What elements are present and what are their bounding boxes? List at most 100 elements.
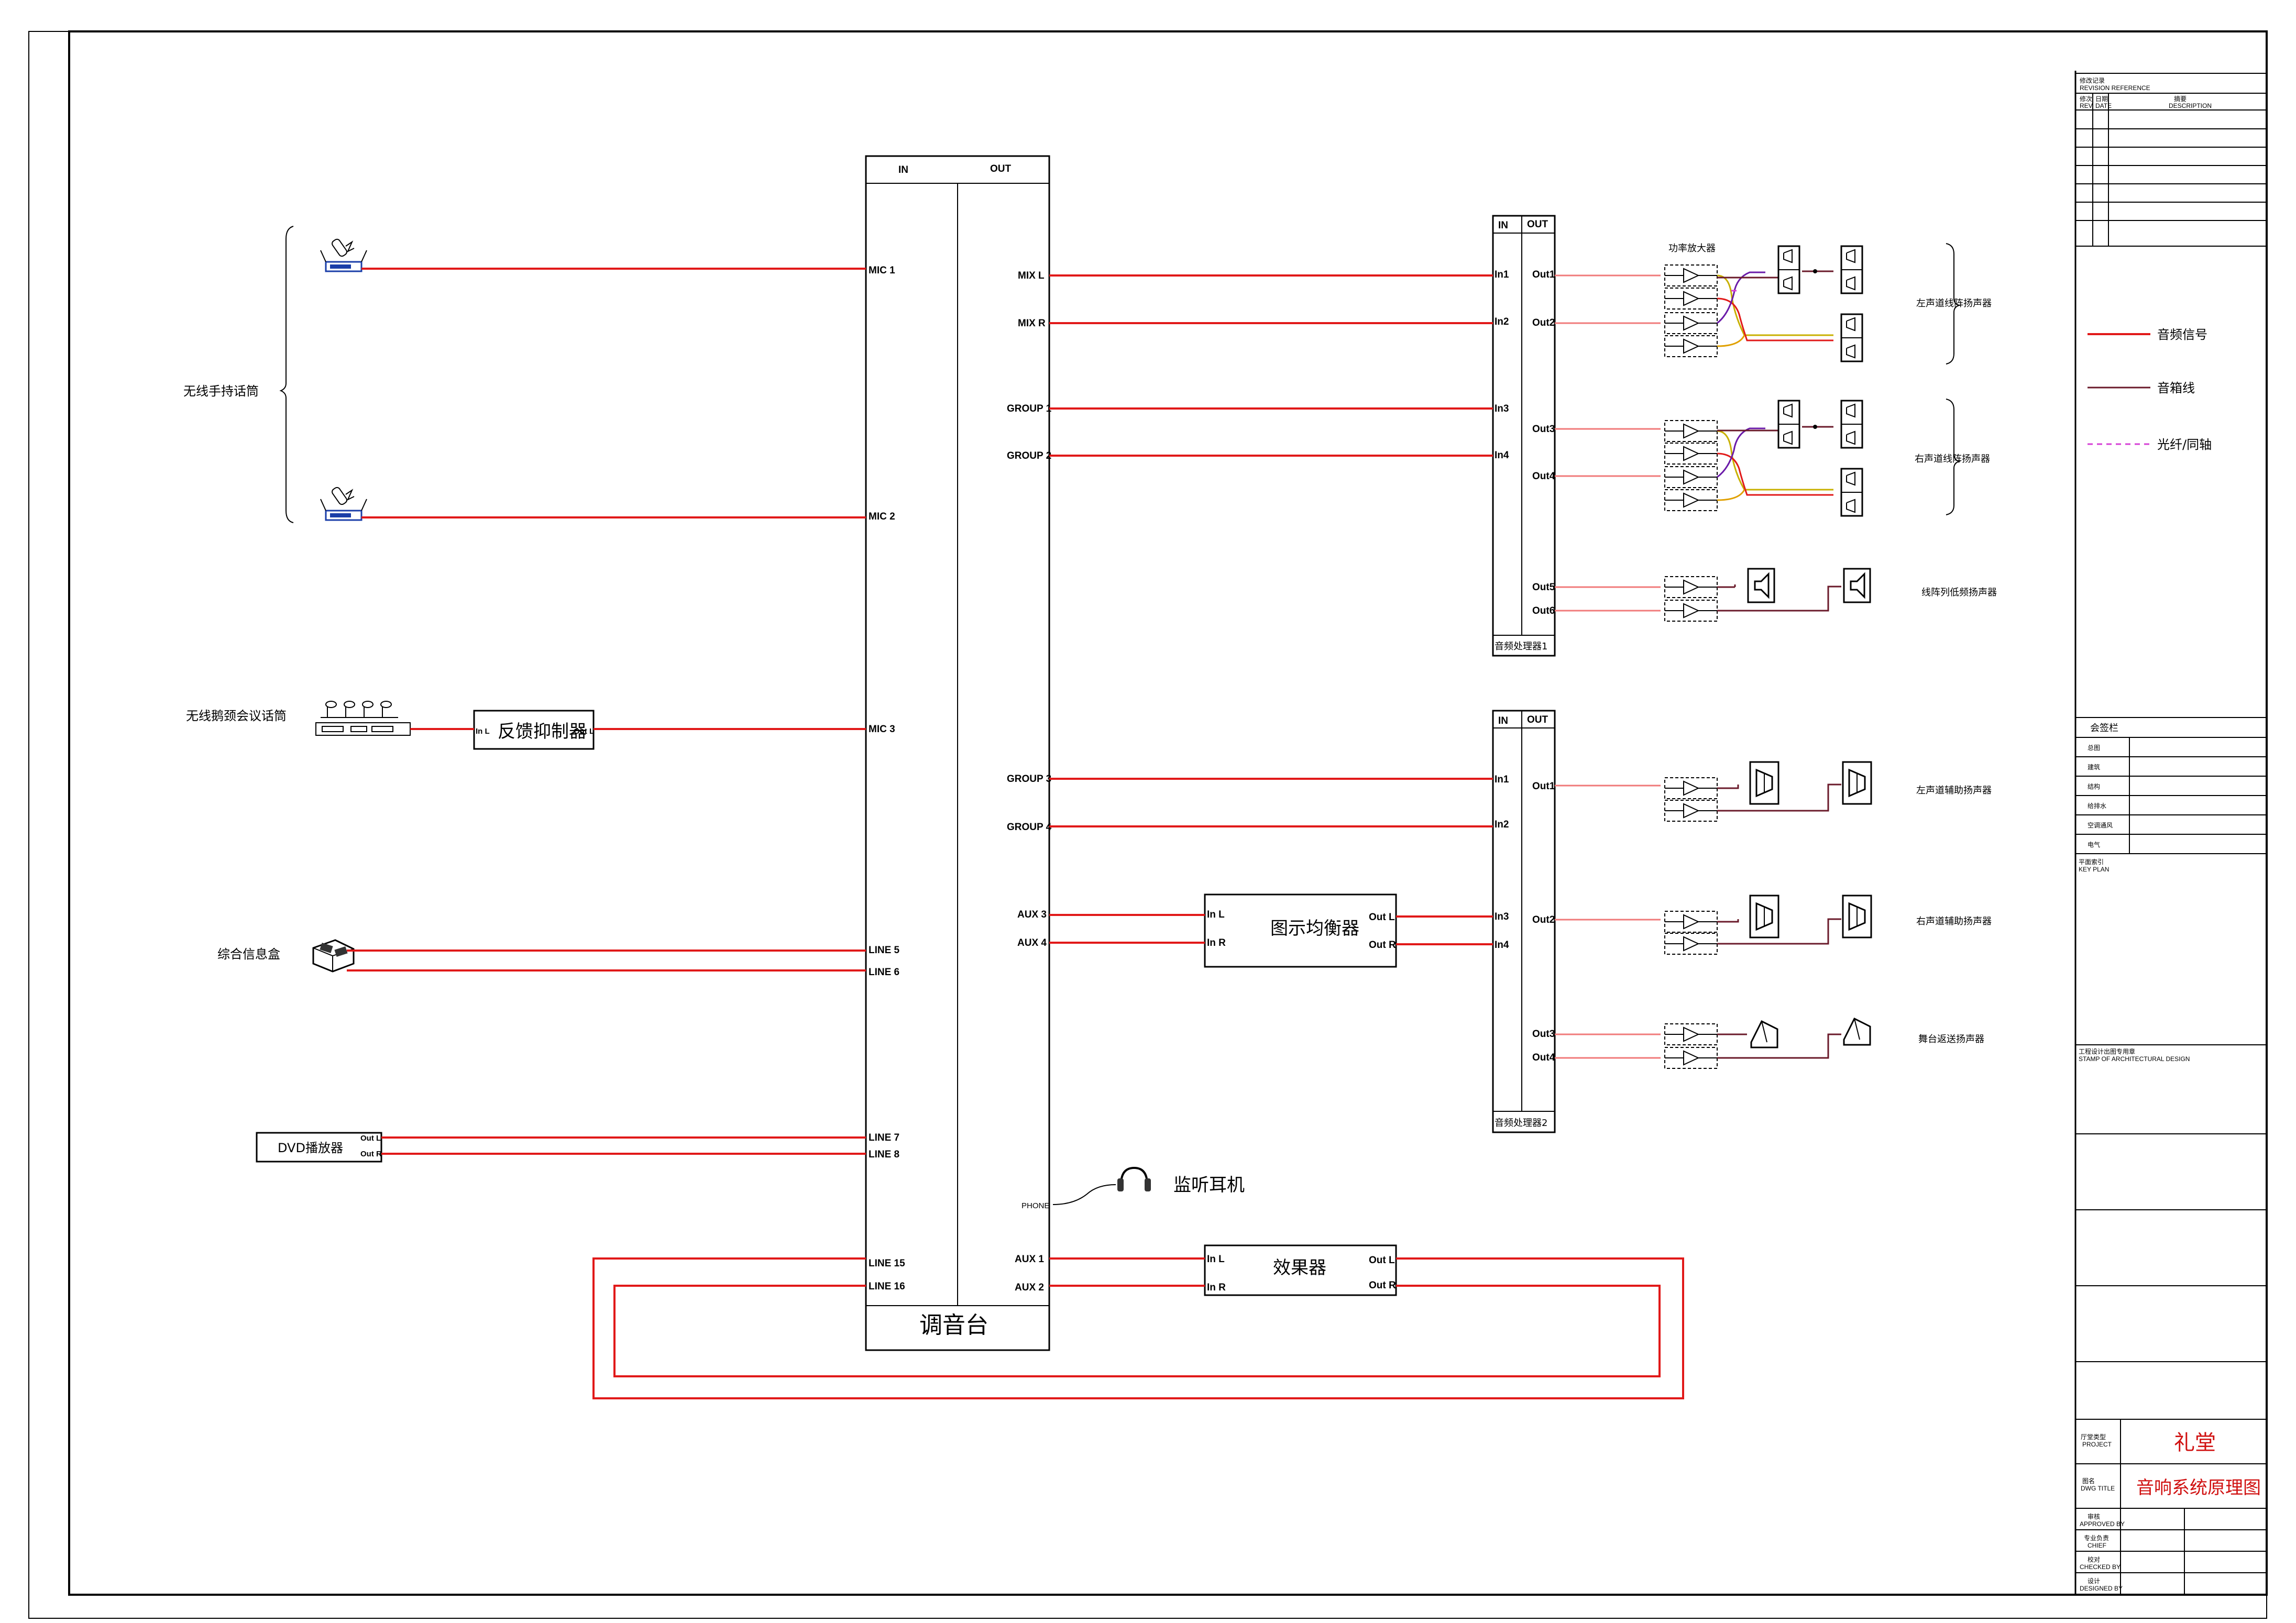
left-line-array-bracket (1946, 243, 1961, 365)
mixer-name: 调音台 (919, 1312, 988, 1339)
audio-processor-1: IN OUT 音频处理器1 In1 In2 In3 In4 Out1 Out2 … (1492, 215, 1556, 657)
amp-2 (1664, 288, 1718, 310)
amp-13 (1664, 911, 1718, 933)
mixer-input-mic3: MIC 3 (869, 724, 895, 735)
mixer-phone-label: PHONE (1021, 1201, 1049, 1210)
proc1-out-header: OUT (1527, 219, 1548, 230)
inner-frame (68, 30, 2268, 1596)
mixer-output-group3: GROUP 3 (1007, 774, 1051, 785)
project-label: 厅堂类型 (2081, 1433, 2106, 1441)
titleblock: 修改记录 REVISION REFERENCE 修次 日期 摘要 REV. DA… (2075, 73, 2267, 1595)
wireless-handheld-label: 无线手持话筒 (183, 384, 259, 399)
amp-6 (1664, 443, 1718, 465)
right-aux-label: 右声道辅助扬声器 (1916, 916, 1992, 927)
amp-7 (1664, 466, 1718, 488)
right-aux-speaker-2 (1842, 895, 1872, 939)
feedback-out-label: Out L (574, 727, 594, 736)
amp-4 (1664, 335, 1718, 357)
sign-row-1: 总图 (2088, 744, 2100, 752)
proc2-in1: In1 (1495, 774, 1509, 785)
proc2-in2: In2 (1495, 819, 1509, 830)
amp-10 (1664, 600, 1718, 622)
rev-col-1: 修次 (2080, 95, 2092, 103)
effects-name: 效果器 (1273, 1257, 1326, 1278)
dvd-out-r: Out R (360, 1150, 382, 1158)
right-line-array-label: 右声道线阵扬声器 (1915, 454, 1990, 465)
proc1-in3: In3 (1495, 403, 1509, 414)
stamp-label-en: STAMP OF ARCHITECTURAL DESIGN (2079, 1055, 2190, 1063)
proc1-in1: In1 (1495, 269, 1509, 280)
proc1-in4: In4 (1495, 450, 1509, 461)
graphic-equalizer: 图示均衡器 In L In R Out L Out R (1204, 893, 1397, 968)
revision-title: 修改记录 (2080, 76, 2105, 84)
proc2-name: 音频处理器2 (1495, 1118, 1547, 1129)
proc1-out5: Out5 (1532, 582, 1555, 593)
sign-row-5: 空调通风 (2088, 822, 2113, 829)
rev-col-1-en: REV. (2080, 102, 2094, 109)
mixer-output-wires (1049, 274, 1493, 945)
mixer-input-line6: LINE 6 (869, 967, 899, 978)
mixer-out-header: OUT (990, 163, 1012, 174)
proc1-name: 音频处理器1 (1495, 641, 1547, 652)
amp-12 (1664, 800, 1718, 822)
eq-out-r: Out R (1369, 940, 1396, 951)
amp-3 (1664, 312, 1718, 334)
mixer-output-group1: GROUP 1 (1007, 403, 1052, 414)
mixer-input-line5: LINE 5 (869, 945, 900, 956)
conference-mic-unit (315, 701, 411, 736)
proc2-output-chains (1555, 761, 1872, 1069)
left-aux-speaker-1 (1749, 761, 1779, 805)
mixer-output-group2: GROUP 2 (1007, 450, 1051, 461)
proc1-out1: Out1 (1532, 269, 1555, 280)
rev-col-2: 日期 (2095, 95, 2108, 103)
left-line-array-speaker-2 (1840, 245, 1863, 294)
headphone: 监听耳机 (1052, 1166, 1245, 1205)
stamp-label: 工程设计出图专用章 (2079, 1047, 2135, 1055)
approval-4-en: DESIGNED BY (2080, 1585, 2123, 1592)
sign-row-6: 电气 (2088, 841, 2100, 848)
proc2-out1: Out1 (1532, 781, 1555, 792)
amp-8 (1664, 489, 1718, 511)
key-plan-label: 平面索引 (2079, 858, 2104, 866)
left-aux-speaker-2 (1842, 761, 1872, 805)
proc1-output-chains (1555, 245, 1871, 622)
sign-row-2: 建筑 (2088, 763, 2100, 771)
stage-monitor-label: 舞台返送扬声器 (1918, 1034, 1984, 1045)
rev-col-2-en: DATE (2095, 102, 2112, 109)
drawing-label-en: DWG TITLE (2081, 1485, 2115, 1492)
amp-16 (1664, 1047, 1718, 1069)
amp-1 (1664, 264, 1718, 286)
source-wires (347, 268, 866, 1155)
right-line-array-bracket (1946, 399, 1961, 515)
amp-15 (1664, 1023, 1718, 1045)
approval-3-en: CHECKED BY (2080, 1563, 2121, 1571)
sign-row-3: 结构 (2088, 782, 2100, 790)
proc1-in2: In2 (1495, 316, 1509, 327)
feedback-suppressor-name: 反馈抑制器 (498, 721, 587, 742)
project-value: 礼堂 (2174, 1431, 2216, 1455)
sign-row-4: 给排水 (2088, 802, 2106, 810)
effects-out-l: Out L (1369, 1255, 1395, 1266)
dvd-out-l: Out L (360, 1134, 381, 1143)
legend-label-speaker: 音箱线 (2157, 381, 2195, 395)
mixer-output-mixr: MIX R (1018, 318, 1046, 329)
mixer: IN OUT 调音台 MIC 1 MIC 2 MIC 3 LINE 5 LINE… (865, 155, 1052, 1351)
proc2-out2: Out2 (1532, 914, 1555, 925)
approval-1: 审核 (2088, 1512, 2100, 1520)
drawing-label: 图名 (2082, 1477, 2095, 1485)
effects-in-l: In L (1207, 1254, 1225, 1265)
proc1-out3: Out3 (1532, 424, 1555, 435)
right-aux-speaker-1 (1749, 895, 1779, 939)
amp-5 (1664, 420, 1718, 442)
drawing-value: 音响系统原理图 (2136, 1477, 2261, 1498)
amp-14 (1664, 933, 1718, 955)
line-array-subwoofer-1 (1747, 568, 1775, 603)
eq-in-r: In R (1207, 937, 1226, 948)
mixer-in-header: IN (898, 164, 908, 175)
approval-2-en: CHIEF (2088, 1542, 2106, 1549)
proc2-in-header: IN (1498, 715, 1508, 726)
proc2-out4: Out4 (1532, 1052, 1555, 1063)
rev-col-3: 摘要 (2174, 95, 2187, 103)
legend-label-audio: 音频信号 (2157, 327, 2207, 342)
effects-unit: 效果器 In L In R Out L Out R (1204, 1244, 1397, 1296)
